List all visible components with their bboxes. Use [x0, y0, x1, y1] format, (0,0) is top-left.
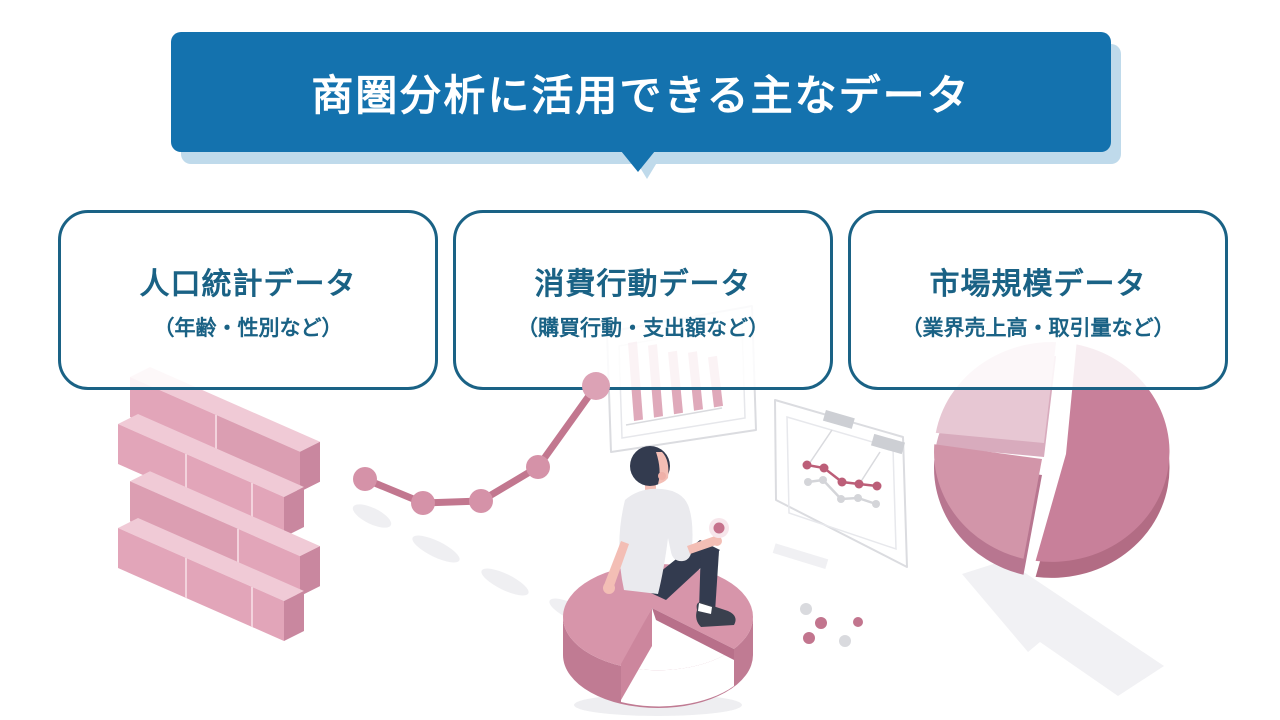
line-chart-illustration: [353, 372, 610, 515]
person-right-arm: [687, 536, 719, 554]
line-panel-illustration: [772, 399, 908, 569]
card-demographics-subtitle: （年齢・性別など）: [153, 316, 343, 340]
callout-label-2: [870, 433, 906, 455]
person-neck: [645, 482, 656, 494]
brick-wall-illustration: [118, 367, 320, 641]
scatter-dots: [800, 603, 863, 647]
pie-shadow: [962, 560, 1164, 696]
person-left-arm: [604, 541, 629, 589]
card-consumer-behavior-subtitle: （購買行動・支出額など）: [517, 316, 769, 340]
card-consumer-behavior-title: 消費行動データ: [534, 267, 752, 301]
card-market-size-subtitle: （業界売上高・取引量など）: [901, 316, 1175, 340]
header-pointer: [621, 151, 655, 172]
callout-label-1: [822, 410, 855, 429]
card-consumer-behavior: 消費行動データ （購買行動・支出額など）: [453, 210, 833, 390]
page-title: 商圏分析に活用できる主なデータ: [311, 71, 971, 119]
person-shirt: [619, 488, 693, 594]
person-shin: [699, 545, 719, 612]
card-market-size: 市場規模データ （業界売上高・取引量など）: [848, 210, 1228, 390]
person-left-hand: [603, 582, 615, 594]
person-right-hand: [712, 536, 722, 546]
person-sock: [698, 603, 712, 614]
ball: [713, 522, 725, 534]
pie-chart-illustration: [934, 342, 1170, 696]
person-ear: [658, 472, 666, 480]
panel-shadow: [772, 543, 829, 569]
header-banner: 商圏分析に活用できる主なデータ: [171, 32, 1111, 152]
card-demographics: 人口統計データ （年齢・性別など）: [58, 210, 438, 390]
card-demographics-title: 人口統計データ: [139, 267, 357, 301]
person-on-pie-illustration: [563, 446, 753, 716]
card-market-size-title: 市場規模データ: [929, 267, 1147, 301]
